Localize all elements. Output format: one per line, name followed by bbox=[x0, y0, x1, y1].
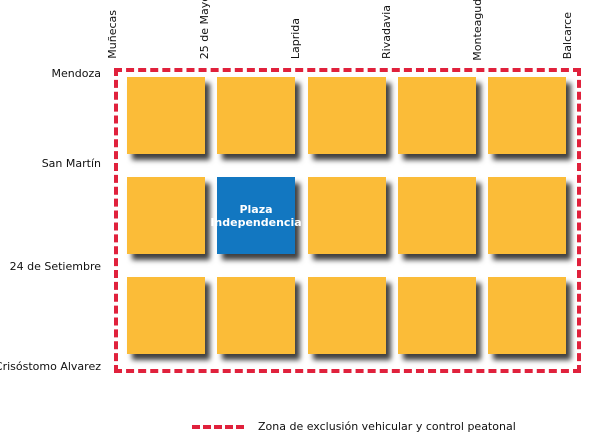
plaza-independencia: Plaza Independencia bbox=[210, 177, 302, 254]
legend-label: Zona de exclusión vehicular y control pe… bbox=[258, 420, 516, 433]
city-block bbox=[127, 177, 205, 254]
city-block bbox=[398, 77, 476, 154]
city-block bbox=[488, 77, 566, 154]
street-label-san-martin: San Martín bbox=[41, 157, 101, 170]
city-block bbox=[398, 277, 476, 354]
street-label-24-de-setiembre: 24 de Setiembre bbox=[9, 260, 101, 273]
city-block bbox=[488, 277, 566, 354]
legend-dashed-line-icon bbox=[192, 424, 244, 429]
city-block bbox=[398, 177, 476, 254]
exclusion-zone-boundary bbox=[114, 68, 581, 373]
city-block bbox=[127, 77, 205, 154]
city-block bbox=[308, 77, 386, 154]
street-label-25-de-mayo: 25 de Mayo bbox=[198, 0, 211, 59]
city-block bbox=[308, 277, 386, 354]
street-label-munecas: Muñecas bbox=[106, 10, 119, 59]
city-block bbox=[488, 177, 566, 254]
street-label-rivadavia: Rivadavia bbox=[380, 5, 393, 59]
city-block bbox=[217, 77, 295, 154]
street-label-balcarce: Balcarce bbox=[561, 11, 574, 59]
city-block bbox=[217, 277, 295, 354]
city-block bbox=[127, 277, 205, 354]
city-block bbox=[308, 177, 386, 254]
street-label-crisostomo-alvarez: Crisóstomo Alvarez bbox=[0, 360, 101, 373]
plaza-label-line2: Independencia bbox=[210, 215, 302, 229]
legend: Zona de exclusión vehicular y control pe… bbox=[192, 420, 516, 433]
street-label-laprida: Laprida bbox=[289, 17, 302, 59]
street-label-monteagudo: Monteagudo bbox=[471, 0, 484, 61]
street-label-mendoza: Mendoza bbox=[51, 67, 101, 80]
plaza-label-line1: Plaza bbox=[239, 202, 273, 216]
